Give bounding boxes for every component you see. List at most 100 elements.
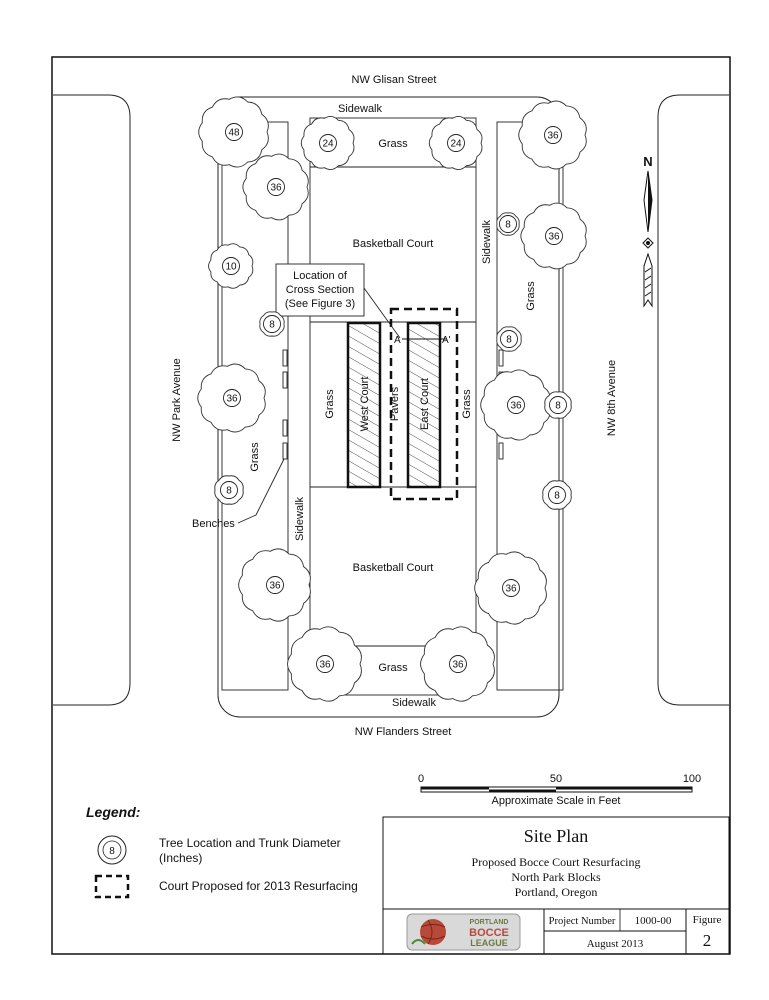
- section-a-label: A: [394, 335, 401, 346]
- grass-court-west-label: Grass: [324, 389, 336, 419]
- east-adjacent-block: [657, 94, 729, 706]
- tree: 36: [474, 551, 547, 625]
- tree: 10: [208, 243, 254, 289]
- legend-tree-line1: Tree Location and Trunk Diameter: [159, 836, 341, 850]
- cross-section-callout-box: [275, 263, 365, 317]
- scale-tick-0: 0: [418, 773, 424, 785]
- tree-trunk-icon: [225, 123, 243, 141]
- scale-bar: 0 50 100 Approximate Scale in Feet: [418, 773, 701, 807]
- street-east: NW 8th Avenue: [606, 360, 618, 436]
- west-adjacent-block: [53, 94, 131, 706]
- date-value: August 2013: [587, 938, 644, 950]
- tree-trunk-icon: [544, 126, 562, 144]
- title-block: Site Plan Proposed Bocce Court Resurfaci…: [382, 816, 730, 955]
- east-court: [406, 321, 442, 489]
- grass-north-label: Grass: [378, 138, 408, 150]
- sidewalk-east-label: Sidewalk: [481, 219, 493, 264]
- section-a-prime-label: A': [442, 335, 451, 346]
- sidewalk-north-label: Sidewalk: [338, 103, 383, 115]
- tree-diameter-label: 10: [225, 262, 237, 273]
- tree: 36: [287, 626, 362, 702]
- pavers-label: Pavers: [389, 386, 401, 421]
- tree-diameter-label: 8: [554, 491, 560, 502]
- tree-trunk-icon: [447, 134, 465, 152]
- tree: 36: [518, 100, 587, 170]
- title-block-subtitle2: North Park Blocks: [511, 870, 601, 884]
- tree-diameter-label: 36: [505, 584, 517, 595]
- tree-trunk-icon: [316, 655, 334, 673]
- title-block-subtitle1: Proposed Bocce Court Resurfacing: [472, 855, 641, 869]
- tree-trunk-icon: [500, 330, 518, 348]
- tree: 36: [242, 153, 309, 221]
- tree-trunk-icon: [548, 486, 566, 504]
- tree-trunk-icon: [222, 257, 240, 275]
- tree-trunk-icon: [263, 315, 281, 333]
- tree-trunk-icon: [267, 178, 285, 196]
- west-court-label: West Court: [359, 377, 371, 432]
- tree-diameter-label: 36: [452, 660, 464, 671]
- tree-diameter-label: 36: [510, 401, 522, 412]
- tree: 36: [197, 363, 266, 433]
- benches-label: Benches: [192, 518, 235, 530]
- west-court: [346, 321, 382, 489]
- legend: Legend: 8 Tree Location and Trunk Diamet…: [86, 804, 358, 899]
- cross-section-leader: [363, 287, 401, 339]
- tree: 8: [214, 475, 244, 505]
- north-arrow-label: N: [643, 154, 652, 169]
- tree-trunk-icon: [499, 215, 517, 233]
- figure-label: Figure: [693, 914, 722, 926]
- tree-trunk-icon: [319, 134, 337, 152]
- central-area: [309, 117, 477, 696]
- tree-trunk-icon: [223, 389, 241, 407]
- tree: 36: [480, 369, 551, 441]
- tree-diameter-label: 8: [555, 401, 561, 412]
- tree-trunk-icon: [545, 227, 563, 245]
- tree-diameter-label: 8: [226, 486, 232, 497]
- tree: 8: [544, 391, 572, 419]
- scale-tick-50: 50: [550, 773, 562, 785]
- tree-diameter-label: 36: [547, 131, 559, 142]
- tree-diameter-label: 48: [228, 128, 240, 139]
- street-north: NW Glisan Street: [352, 74, 437, 86]
- tree-trunk-icon: [449, 655, 467, 673]
- cross-section-callout-line3: (See Figure 3): [285, 298, 355, 310]
- grass-south-label: Grass: [378, 662, 408, 674]
- tree: 8: [542, 480, 572, 510]
- project-number-value: 1000-00: [635, 915, 672, 927]
- sidewalk-west-label: Sidewalk: [294, 496, 306, 541]
- legend-tree-line2: (Inches): [159, 851, 202, 865]
- resurfacing-boundary: [389, 307, 459, 501]
- tree: 48: [198, 96, 269, 168]
- scale-tick-100: 100: [683, 773, 701, 785]
- street-south: NW Flanders Street: [355, 726, 452, 738]
- cross-section-callout-line1: Location of: [293, 270, 348, 282]
- tree-diameter-label: 8: [506, 335, 512, 346]
- tree-diameter-label: 24: [450, 139, 462, 150]
- cross-section-callout-line2: Cross Section: [286, 284, 354, 296]
- tree-diameter-label: 36: [319, 660, 331, 671]
- tree-diameter-label: 36: [226, 394, 238, 405]
- sidewalk-south-label: Sidewalk: [392, 697, 437, 709]
- grass-east-strip-label: Grass: [525, 281, 537, 311]
- tree: 24: [428, 116, 483, 170]
- tree-diameter-label: 36: [270, 183, 282, 194]
- tree-trunk-icon: [502, 579, 520, 597]
- tree: 36: [520, 202, 587, 270]
- title-block-title: Site Plan: [524, 826, 589, 846]
- logo-line3: LEAGUE: [470, 938, 508, 948]
- portland-bocce-league-logo: PORTLAND BOCCE LEAGUE: [406, 913, 521, 951]
- tree: 8: [259, 311, 285, 337]
- tree: 8: [496, 212, 520, 236]
- tree-diameter-label: 36: [548, 232, 560, 243]
- basketball-court-north-label: Basketball Court: [353, 238, 434, 250]
- legend-court-symbol-icon: [94, 874, 130, 899]
- tree: 36: [420, 626, 495, 702]
- tree-trunk-icon: [549, 396, 567, 414]
- grass-court-east-label: Grass: [461, 389, 473, 419]
- title-block-subtitle3: Portland, Oregon: [515, 885, 598, 899]
- benches-leader: [237, 458, 285, 524]
- tree-trunk-icon: [220, 481, 238, 499]
- legend-tree-symbol-text: 8: [109, 846, 115, 857]
